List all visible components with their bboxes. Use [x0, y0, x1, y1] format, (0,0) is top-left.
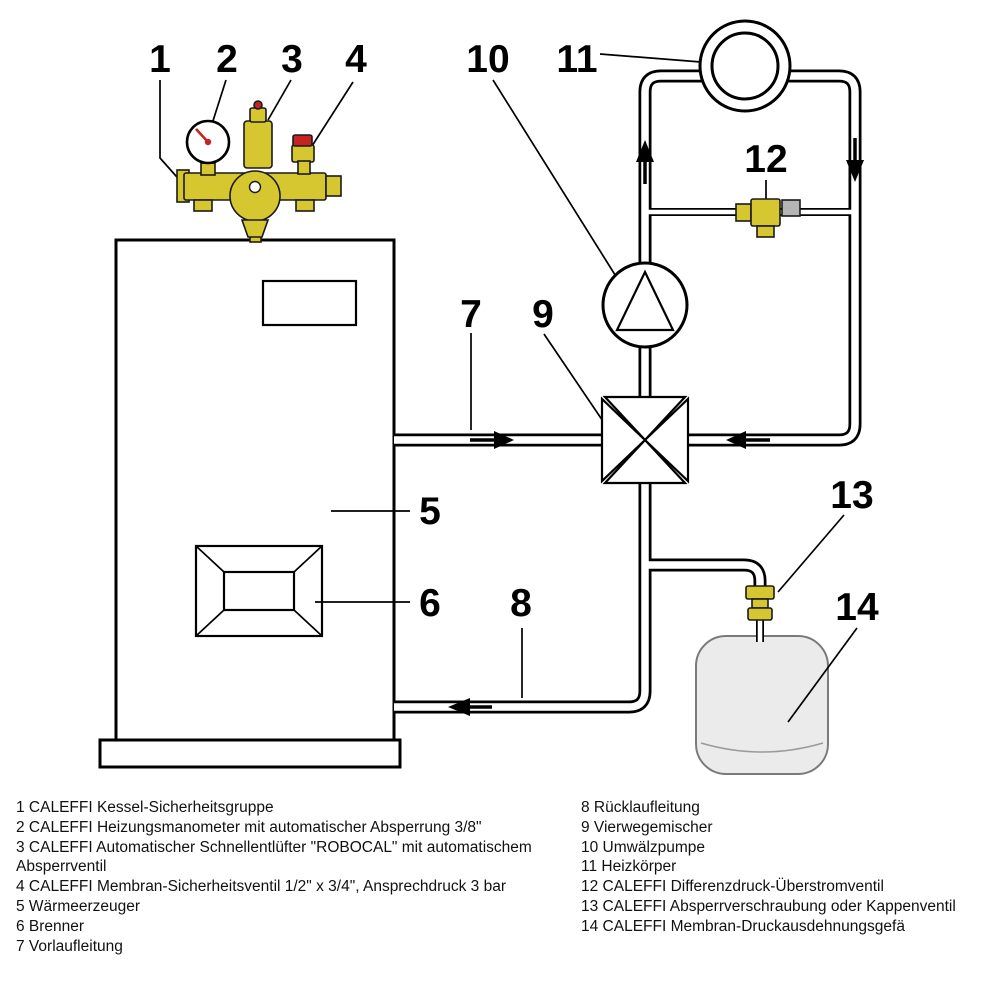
- riser-flow-arrow: [636, 140, 654, 162]
- manifold-right-port: [325, 175, 342, 197]
- leader-14: [787, 627, 858, 723]
- manifold-right-bottom-port: [295, 199, 315, 212]
- pump-impeller-triangle: [615, 269, 675, 332]
- supply-flow-arrow: [494, 431, 514, 449]
- return-flow-arrow: [448, 698, 470, 716]
- legend-item-1: 1 CALEFFI Kessel-Sicherheitsgruppe: [16, 799, 274, 816]
- leader-2: [211, 79, 227, 125]
- legend-item-12: 12 CALEFFI Differenzdruck-Überstromventi…: [581, 878, 884, 896]
- radiator-inner-ring: [710, 31, 780, 101]
- pipes: [394, 69, 862, 714]
- downpipe-flow-arrow: [846, 160, 864, 182]
- callout-12: 12: [744, 138, 787, 181]
- legend-column-left: 1 CALEFFI Kessel-Sicherheitsgruppe 2 CAL…: [16, 798, 581, 956]
- callout-9: 9: [532, 293, 554, 336]
- mixer-right-triangle: [643, 396, 690, 484]
- callout-4: 4: [345, 38, 367, 81]
- vessel-body: [695, 635, 829, 775]
- pressure-gauge: [185, 119, 231, 165]
- burner: [194, 544, 324, 638]
- overflow-valve-cap: [781, 199, 801, 217]
- mixer-top-triangle: [602, 395, 688, 442]
- overflow-valve-bottom-nut: [756, 225, 775, 238]
- gauge-hub: [204, 138, 212, 146]
- shutoff-union-valve: [745, 585, 775, 621]
- vessel-branch-inner: [643, 561, 764, 600]
- radiator: [698, 19, 792, 113]
- legend-item-11: 11 Heizkörper: [581, 858, 677, 876]
- overflow-valve-body: [750, 198, 781, 227]
- callout-7: 7: [460, 293, 482, 336]
- legend-item-4: 4 CALEFFI Membran-Sicherheitsventil 1/2"…: [16, 878, 506, 896]
- manifold-left-bottom-port: [193, 199, 213, 212]
- heating-schematic: 1 2 3 4 10 11 12 7 9 5 6 8 13 14: [98, 19, 879, 775]
- burner-inner-frame: [222, 570, 296, 612]
- legend: 1 CALEFFI Kessel-Sicherheitsgruppe 2 CAL…: [16, 798, 992, 956]
- flow-arrows: [448, 138, 864, 716]
- boiler-base: [98, 738, 402, 769]
- callout-1: 1: [149, 38, 171, 81]
- legend-column-right: 8 Rücklaufleitung 9 Vierwegemischer 10 U…: [581, 798, 992, 937]
- circulation-pump: [601, 261, 689, 349]
- legend-item-10: 10 Umwälzpumpe: [581, 838, 706, 856]
- safety-valve-stem: [297, 160, 311, 175]
- callout-8: 8: [510, 582, 532, 625]
- boiler-control-panel: [261, 279, 358, 327]
- union-top-nut: [745, 585, 775, 600]
- callout-11: 11: [556, 38, 597, 81]
- leader-11: [599, 53, 702, 63]
- vessel-weld-seam: [700, 742, 824, 753]
- legend-item-9: 9 Vierwegemischer: [581, 818, 713, 836]
- mixer-inlet-flow-arrow: [726, 431, 746, 449]
- legend-item-6: 6 Brenner: [16, 917, 85, 935]
- legend-item-7: 7 Vorlaufleitung: [16, 937, 123, 955]
- callout-5: 5: [419, 490, 441, 533]
- mixer-bottom-triangle: [602, 438, 688, 485]
- legend-item-14: 14 CALEFFI Membran-Druckausdehnungsgefä: [581, 917, 905, 935]
- air-vent-cap: [249, 107, 267, 123]
- union-collar: [751, 598, 769, 609]
- callout-3: 3: [281, 38, 303, 81]
- radiator-loop-outer: [638, 69, 862, 447]
- air-vent-body: [243, 120, 273, 169]
- radiator-loop-inner: [641, 72, 859, 444]
- manifold-taper: [240, 219, 270, 238]
- legend-item-2: 2 CALEFFI Heizungsmanometer mit automati…: [16, 818, 482, 836]
- safety-valve-red-cap: [292, 134, 313, 147]
- legend-item-8: 8 Rücklaufleitung: [581, 799, 700, 816]
- leader-4: [311, 81, 354, 147]
- leader-13: [777, 514, 845, 593]
- overflow-valve: [735, 198, 801, 238]
- gauge-stem: [200, 162, 216, 176]
- vessel-branch-outer: [645, 558, 767, 600]
- manifold-center-boss: [229, 170, 281, 222]
- overflow-valve-left-nut: [735, 203, 752, 222]
- legend-item-5: 5 Wärmeerzeuger: [16, 897, 141, 915]
- union-bottom-nut: [747, 607, 773, 621]
- callout-6: 6: [419, 582, 441, 625]
- return-pipe-inner: [394, 458, 649, 711]
- callout-13: 13: [830, 474, 873, 517]
- leader-3: [267, 79, 292, 121]
- leader-10: [492, 79, 618, 279]
- four-way-mixer: [600, 395, 690, 485]
- caleffi-logo-badge: [248, 180, 262, 194]
- air-vent-knob: [253, 100, 263, 110]
- safety-group-red-parts: [253, 100, 313, 147]
- burner-perspective-lines: [195, 545, 323, 637]
- callout-numbers: 1 2 3 4 10 11 12 7 9 5 6 8 13 14: [149, 38, 879, 629]
- mixer-left-triangle: [600, 396, 647, 484]
- callout-leaders: [159, 53, 858, 723]
- expansion-vessel: [695, 635, 829, 775]
- boiler: [98, 238, 402, 769]
- legend-item-3: 3 CALEFFI Automatischer Schnellentlüfter…: [16, 838, 532, 876]
- legend-item-13: 13 CALEFFI Absperrverschraubung oder Kap…: [581, 897, 956, 915]
- callout-10: 10: [466, 38, 509, 81]
- callout-2: 2: [216, 38, 238, 81]
- safety-valve-body: [291, 144, 315, 163]
- callout-14: 14: [835, 586, 879, 629]
- safety-group: [176, 107, 342, 243]
